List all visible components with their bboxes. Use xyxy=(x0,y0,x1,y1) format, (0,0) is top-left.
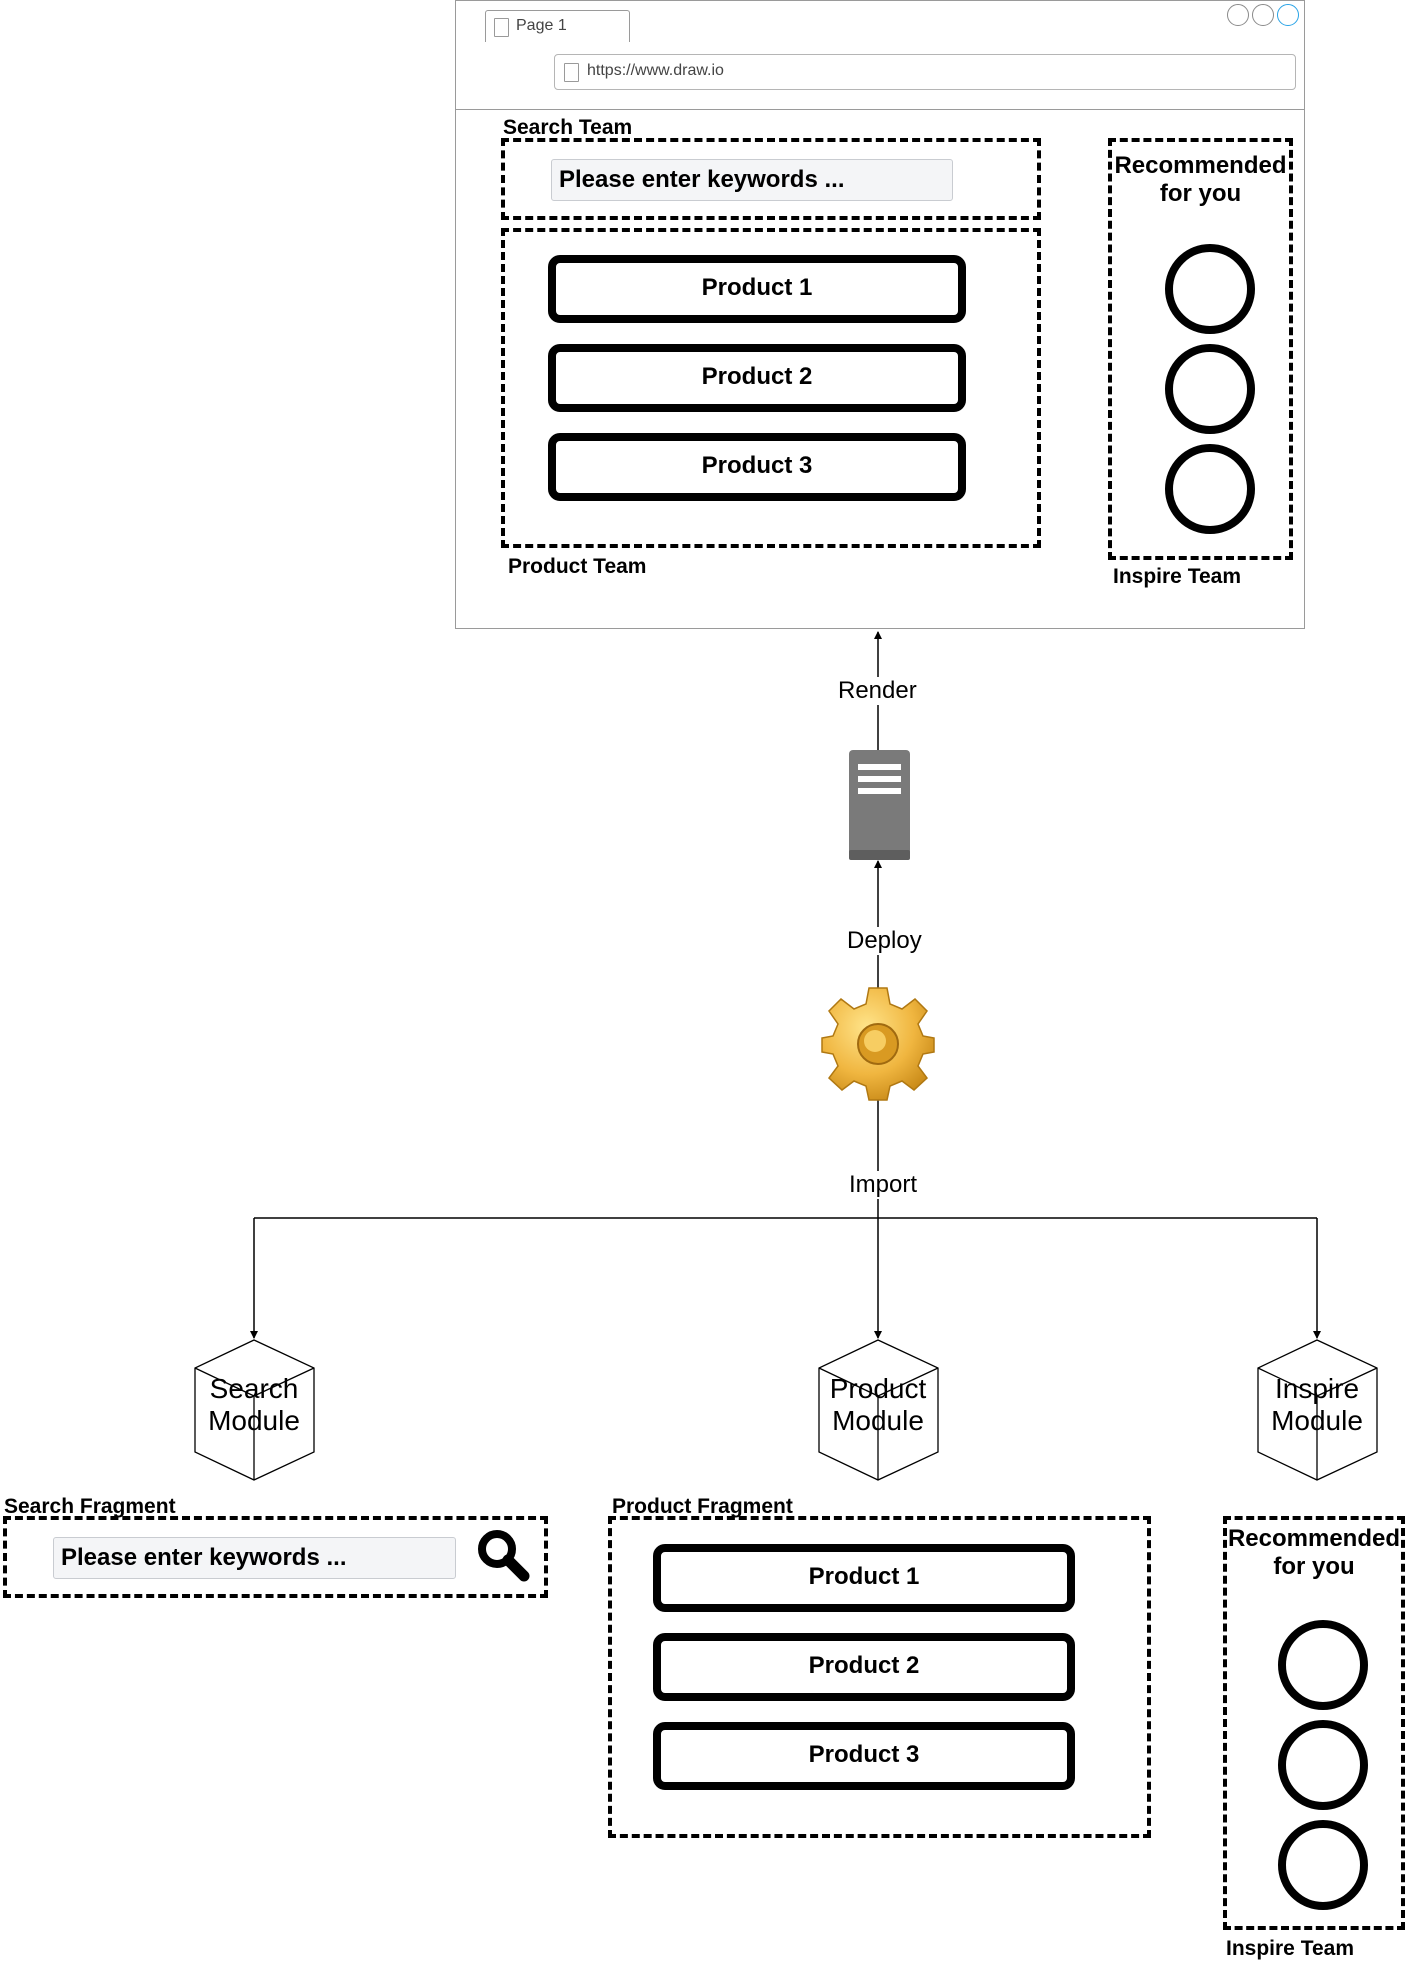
deploy-label: Deploy xyxy=(845,927,924,955)
search-fragment-label: Search Fragment xyxy=(4,1495,176,1518)
product-button[interactable]: Product 3 xyxy=(653,1722,1075,1790)
search-fragment-frame xyxy=(3,1516,548,1598)
import-label: Import xyxy=(847,1171,920,1199)
inspire-module-label-line1: Inspire xyxy=(1274,1373,1360,1404)
browser-tab[interactable]: Page 1 xyxy=(485,10,630,42)
search-input[interactable]: Please enter keywords ... xyxy=(53,1537,456,1579)
recommended-title-line1: Recommended xyxy=(1227,1525,1401,1552)
search-input[interactable]: Please enter keywords ... xyxy=(551,159,953,201)
recommendation-item[interactable] xyxy=(1165,444,1255,534)
inspire-team-frame xyxy=(1108,138,1293,560)
product-button[interactable]: Product 2 xyxy=(653,1633,1075,1701)
page-icon xyxy=(564,63,579,82)
product-team-label: Product Team xyxy=(508,555,647,578)
recommended-title: Recommended for you xyxy=(1108,152,1293,208)
product-module-label-line1: Product xyxy=(829,1373,927,1404)
recommendation-item[interactable] xyxy=(1165,344,1255,434)
server-icon xyxy=(849,750,910,860)
recommendation-item[interactable] xyxy=(1165,244,1255,334)
product-fragment-label: Product Fragment xyxy=(612,1495,793,1518)
search-team-frame xyxy=(501,138,1041,220)
product-module-label: Product Module xyxy=(808,1373,948,1437)
recommendation-item[interactable] xyxy=(1278,1820,1368,1910)
inspire-module-label-line2: Module xyxy=(1271,1405,1363,1436)
recommended-title-line2: for you xyxy=(1273,1553,1355,1580)
url-text: https://www.draw.io xyxy=(587,62,724,79)
search-icon xyxy=(478,1530,530,1582)
window-button-minimize[interactable] xyxy=(1227,4,1249,26)
recommendation-item[interactable] xyxy=(1278,1720,1368,1810)
product-fragment-frame xyxy=(608,1516,1151,1838)
recommended-title-line1: Recommended xyxy=(1114,152,1287,179)
inspire-team-label: Inspire Team xyxy=(1113,565,1241,588)
tab-title: Page 1 xyxy=(516,17,567,34)
url-field[interactable]: https://www.draw.io xyxy=(554,54,1296,90)
product-team-frame xyxy=(501,228,1041,548)
gear-icon xyxy=(821,987,935,1101)
product-button[interactable]: Product 1 xyxy=(548,255,966,323)
inspire-module-cube-icon xyxy=(1257,1339,1378,1481)
product-module-cube-icon xyxy=(818,1339,939,1481)
product-button[interactable]: Product 2 xyxy=(548,344,966,412)
browser-toolbar xyxy=(455,0,1305,110)
window-button-maximize[interactable] xyxy=(1252,4,1274,26)
search-module-cube-icon xyxy=(194,1339,315,1481)
search-module-label: Search Module xyxy=(184,1373,324,1437)
product-button[interactable]: Product 1 xyxy=(653,1544,1075,1612)
render-label: Render xyxy=(836,677,919,705)
inspire-fragment-frame xyxy=(1223,1516,1405,1930)
search-module-label-line2: Module xyxy=(208,1405,300,1436)
search-team-label: Search Team xyxy=(503,116,633,139)
recommendation-item[interactable] xyxy=(1278,1620,1368,1710)
page-icon xyxy=(494,18,509,37)
product-button[interactable]: Product 3 xyxy=(548,433,966,501)
recommended-title-line2: for you xyxy=(1159,180,1242,207)
search-module-label-line1: Search xyxy=(209,1373,299,1404)
recommended-title: Recommended for you xyxy=(1223,1525,1405,1581)
inspire-fragment-label: Inspire Team xyxy=(1226,1937,1354,1960)
window-button-close[interactable] xyxy=(1277,4,1299,26)
product-module-label-line2: Module xyxy=(832,1405,924,1436)
inspire-module-label: Inspire Module xyxy=(1247,1373,1387,1437)
